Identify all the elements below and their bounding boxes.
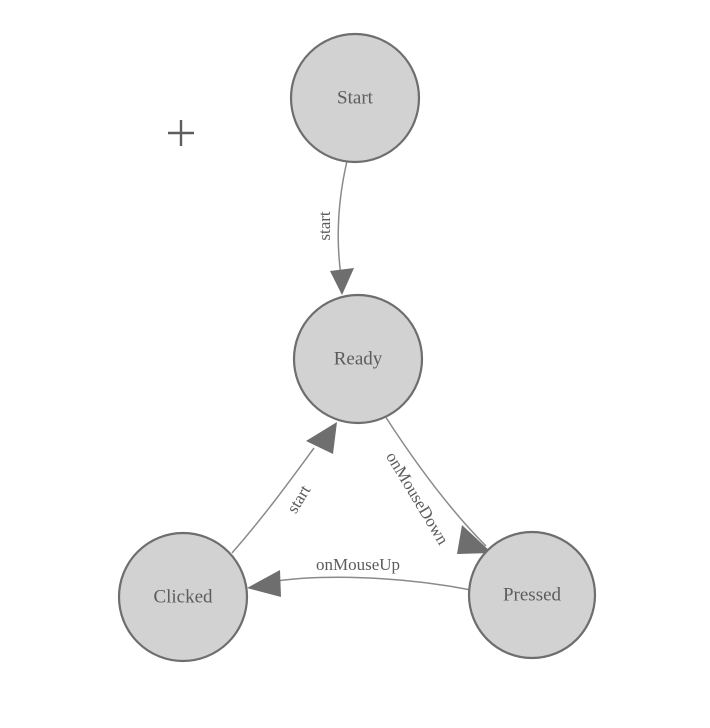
edge-label-pressed-to-clicked: onMouseUp xyxy=(316,555,400,574)
edge-pressed-to-clicked[interactable]: onMouseUp xyxy=(247,555,472,597)
edge-start-to-ready[interactable]: start xyxy=(315,160,354,295)
edge-line-pressed-to-clicked xyxy=(269,576,472,591)
edge-ready-to-pressed[interactable]: onMouseDown xyxy=(382,415,492,554)
edge-line-ready-to-pressed xyxy=(384,415,487,547)
node-start[interactable]: Start xyxy=(289,32,421,164)
edge-line-clicked-to-ready xyxy=(231,447,315,554)
edge-label-clicked-to-ready: start xyxy=(283,482,315,517)
node-clicked-label: Clicked xyxy=(153,586,213,607)
arrowhead-into-clicked xyxy=(247,570,281,597)
node-clicked[interactable]: Clicked xyxy=(117,531,249,663)
node-start-label: Start xyxy=(337,87,374,108)
plus-marker-icon[interactable] xyxy=(168,120,194,146)
arrowhead-into-pressed xyxy=(457,525,492,554)
node-pressed-label: Pressed xyxy=(503,584,562,605)
node-clicked-circle xyxy=(117,531,249,663)
node-start-circle xyxy=(289,32,421,164)
node-pressed[interactable]: Pressed xyxy=(467,530,597,660)
edge-label-start-to-ready: start xyxy=(315,211,334,241)
node-ready-circle xyxy=(292,293,424,425)
edge-clicked-to-ready[interactable]: start xyxy=(231,422,337,554)
arrowhead-into-ready-top xyxy=(330,268,354,295)
node-pressed-circle xyxy=(467,530,597,660)
arrowhead-into-ready-lower-left xyxy=(306,422,337,454)
node-ready[interactable]: Ready xyxy=(292,293,424,425)
node-ready-label: Ready xyxy=(334,348,383,369)
edge-line-start-to-ready xyxy=(337,160,348,277)
